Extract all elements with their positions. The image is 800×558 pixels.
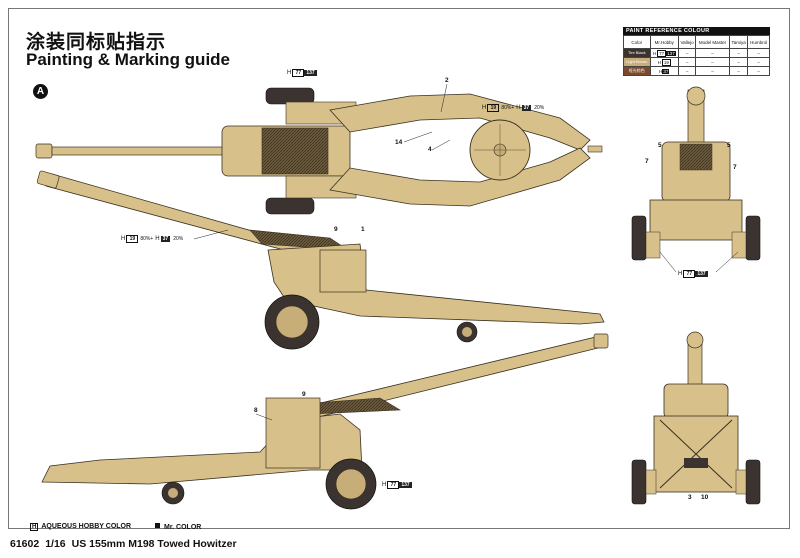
title-english: Painting & Marking guide [26,50,231,69]
side-view-howitzer-lower [41,333,609,510]
wheel-rear-right [745,459,761,505]
legend-mr-color: Mr. COLOR [155,523,201,531]
trail-upper [329,93,591,151]
barrel-top [51,146,225,156]
carriage-side-upper [267,243,605,325]
part-number-9: 9 [334,226,338,233]
mr-color-square-icon [155,523,160,528]
part-number-9-lower: 9 [302,391,306,398]
part-number-2: 2 [445,77,449,84]
mr-color-label: Mr. COLOR [164,524,202,531]
part-number-7-right: 7 [733,164,737,171]
wheel-rear-left [631,459,647,505]
breech-top [261,127,329,175]
tamiya-cell: – [729,66,749,76]
paint-reference-table: PAINT REFERENCE COLOUR Color Mr.Hobby Va… [623,27,770,76]
part-number-10: 10 [701,494,709,501]
title-chinese: 涂装同标贴指示 [26,31,167,53]
wheel-front-right [745,215,761,261]
footer-product-line: 61602 1/16 US 155mm M198 Towed Howitzer [10,538,243,550]
aqueous-code-box: H [30,523,39,531]
part-number-5-left: 5 [658,142,662,149]
rear-view-howitzer [631,331,761,505]
part-number-1: 1 [361,226,365,233]
part-number-4: 4 [428,146,432,153]
part-number-8: 8 [254,407,258,414]
top-view-howitzer [35,83,603,215]
part-number-14: 14 [395,139,403,146]
paint-table: Color Mr.Hobby Vallejo Model Master Tami… [623,35,770,76]
muzzle-brake-side-upper [36,170,60,189]
paint-table-header: Color Mr.Hobby Vallejo Model Master Tami… [623,35,770,49]
aqueous-label: AQUEOUS HOBBY COLOR [41,523,132,530]
page-frame [8,8,790,529]
view-badge: A [33,84,48,99]
part-number-5-right: 5 [727,142,731,149]
paint-reference-title: PAINT REFERENCE COLOUR [623,27,770,35]
wheel-top-lower [265,197,315,215]
vallejo-cell: – [678,66,697,76]
product-scale: 1/16 [45,538,66,550]
product-code: 61602 [10,538,40,550]
trail-lower [329,147,591,207]
part-number-3: 3 [688,494,692,501]
product-name: US 155mm M198 Towed Howitzer [71,538,237,550]
muzzle-brake-top [35,143,53,159]
front-view-howitzer [631,86,761,273]
part-number-7-left: 7 [645,158,649,165]
wheel-front-left [631,215,647,261]
muzzle-brake-side-lower [593,333,609,349]
humbrol-cell: – [747,66,770,76]
side-view-howitzer-upper [36,170,605,350]
wheel-top-upper [265,87,315,105]
